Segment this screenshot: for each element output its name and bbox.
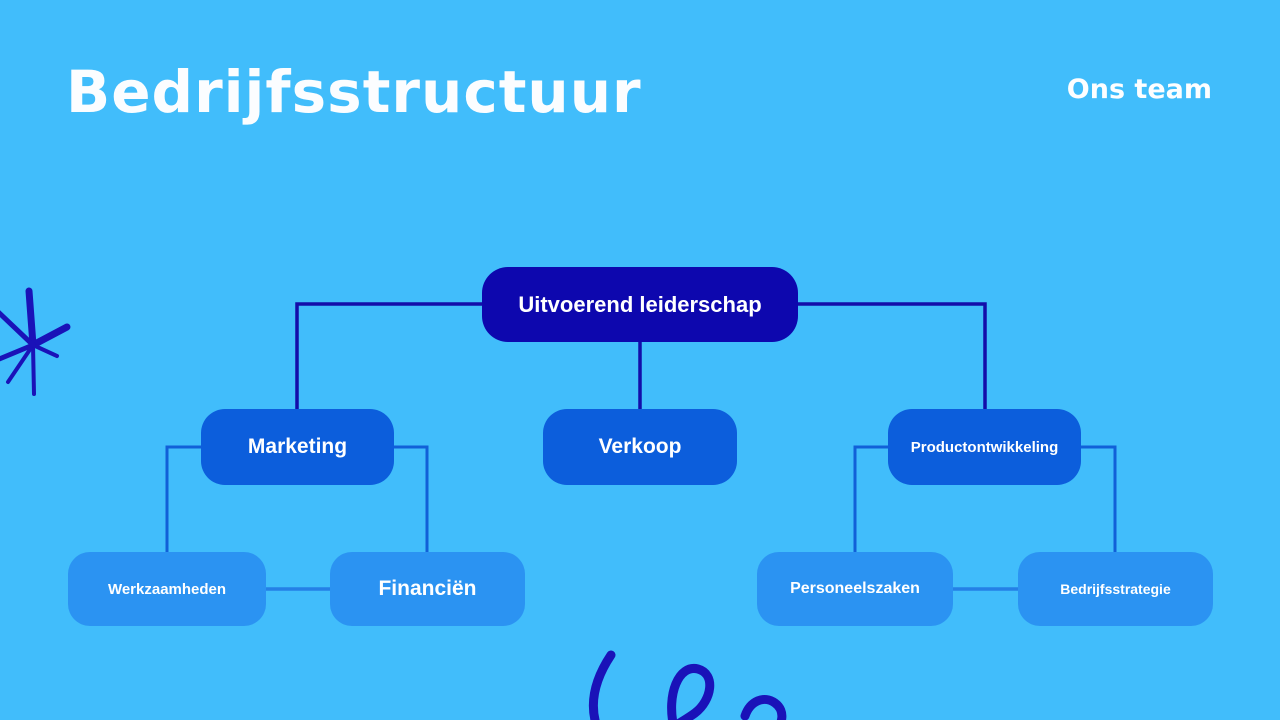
- connector-product-personeelszaken: [853, 445, 888, 552]
- org-node-label: Werkzaamheden: [107, 580, 227, 598]
- org-node-label: Verkoop: [598, 435, 682, 458]
- starburst-doodle-icon: [0, 287, 71, 396]
- org-node-label: Personeelszaken: [790, 580, 920, 597]
- org-node-personeelszaken: Personeelszaken: [757, 552, 953, 626]
- org-node-uitvoerend-leiderschap: Uitvoerend leiderschap: [482, 267, 798, 342]
- org-node-marketing: Marketing: [201, 409, 394, 485]
- org-node-werkzaamheden: Werkzaamheden: [68, 552, 266, 626]
- squiggle-doodle-icon: [588, 650, 787, 720]
- org-node-financien: Financiën: [330, 552, 525, 626]
- slide-tagline: Ons team: [1066, 74, 1212, 105]
- connector-root-marketing: [295, 302, 482, 409]
- connector-product-bedrijfsstrategie: [1081, 445, 1117, 552]
- org-node-bedrijfsstrategie: Bedrijfsstrategie: [1018, 552, 1213, 626]
- org-node-label: Uitvoerend leiderschap: [518, 291, 762, 317]
- connector-root-productontwikkeling: [798, 302, 987, 409]
- connector-marketing-financien: [394, 445, 429, 552]
- org-node-label: Marketing: [247, 435, 348, 458]
- org-node-productontwikkeling: Productontwikkeling: [888, 409, 1081, 485]
- page-title: Bedrijfsstructuur: [66, 58, 642, 126]
- org-node-verkoop: Verkoop: [543, 409, 737, 485]
- org-node-label: Productontwikkeling: [910, 438, 1059, 456]
- org-node-label: Bedrijfsstrategie: [1060, 581, 1171, 597]
- connector-marketing-werkzaamheden: [165, 445, 201, 552]
- org-node-label: Financiën: [378, 577, 477, 600]
